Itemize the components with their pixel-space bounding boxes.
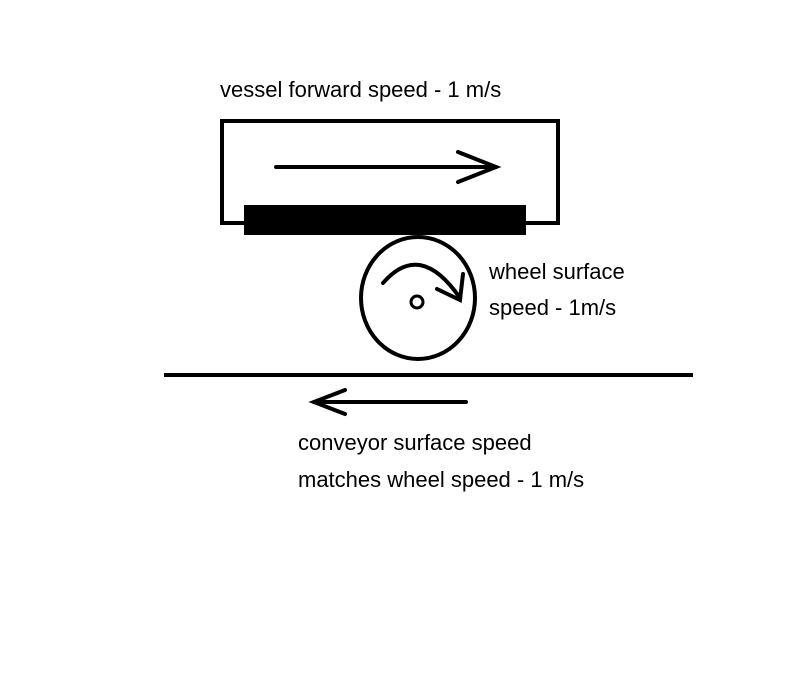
wheel-speed-label-line2: speed - 1m/s xyxy=(489,295,617,320)
wheel xyxy=(359,235,477,361)
vessel-base-plate xyxy=(244,205,526,235)
wheel-rotation-arrow-icon xyxy=(381,262,465,304)
conveyor-speed-label-line2: matches wheel speed - 1 m/s xyxy=(298,467,585,492)
wheel-hub xyxy=(409,294,425,310)
vessel-speed-label: vessel forward speed - 1 m/s xyxy=(220,77,502,102)
conveyor-speed-label-line1: conveyor surface speed xyxy=(298,430,532,455)
vessel-direction-arrow-icon xyxy=(274,150,502,184)
wheel-speed-label-line1: wheel surface xyxy=(489,259,625,284)
conveyor-direction-arrow-icon xyxy=(308,388,468,416)
